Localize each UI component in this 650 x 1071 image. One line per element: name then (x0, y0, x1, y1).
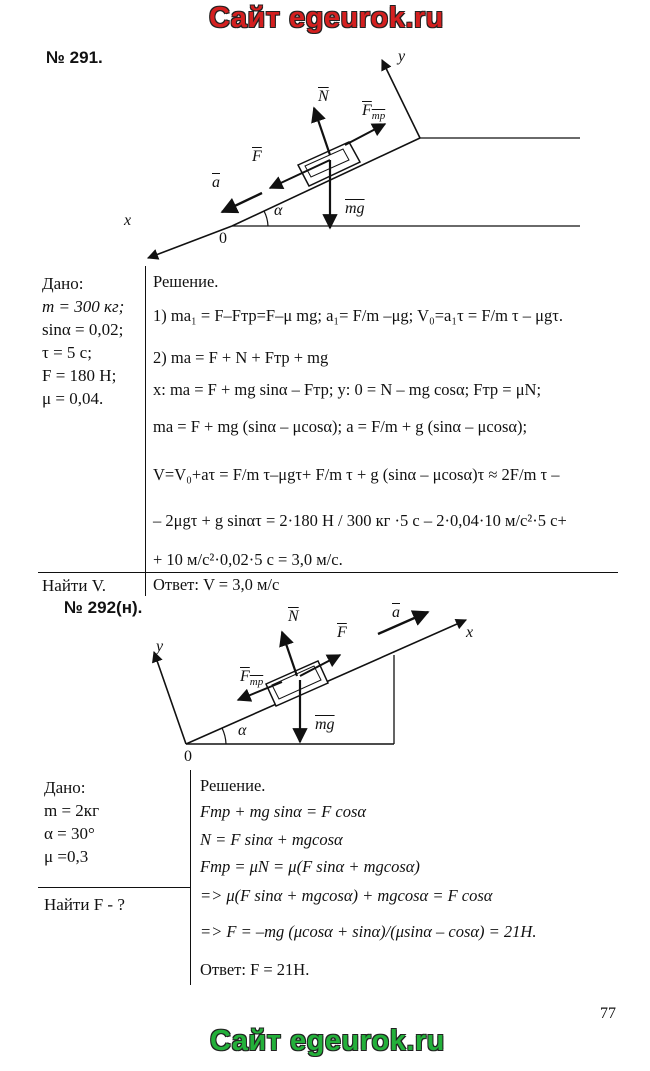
solution-line-292-5: => F = –mg (μcosα + sinα)/(μsinα – cosα)… (200, 922, 537, 941)
N-vector-291 (311, 106, 332, 156)
solution-line-292-4: => μ(F sinα + mgcosα) + mgcosα = F cosα (200, 886, 493, 905)
solution-line-291-2: 2) ma = F + N + Fтр + mg (153, 348, 329, 367)
Fmp-vector-292 (236, 681, 283, 702)
given-item: F = 180 Н; (42, 366, 117, 385)
alpha-label-292: α (238, 722, 247, 739)
solution-line-291-1: 1) ma₁ = F–Fтр=F–μ mg; a₁= F/m –μg; V₀=a… (153, 306, 564, 325)
solution-line-292-2: N = F sinα + mgcosα (200, 830, 343, 849)
given-item: sinα = 0,02; (42, 320, 124, 339)
given-item: μ =0,3 (44, 847, 89, 866)
answer-292: Ответ: F = 21H. (200, 960, 310, 979)
alpha-arc-291 (263, 210, 269, 227)
alpha-label-291: α (274, 202, 283, 219)
given-item: m = 2кг (44, 801, 100, 820)
divider-vertical-292 (190, 770, 192, 985)
solution-title-291: Решение. (153, 272, 219, 291)
given-block-291: Дано: m = 300 кг; sinα = 0,02; τ = 5 с; … (42, 272, 124, 410)
y-label-291: y (398, 48, 406, 65)
block-292 (265, 660, 329, 707)
find-292: Найти F - ? (44, 895, 125, 914)
origin-label-291: 0 (219, 230, 227, 247)
given-title-292: Дано: (44, 778, 86, 797)
solution-line-292-1: Fmp + mg sinα = F cosα (200, 802, 367, 821)
solution-line-291-7: + 10 м/с²·0,02·5 с = 3,0 м/с. (153, 550, 343, 569)
divider-horizontal-292 (38, 887, 190, 889)
F-vector-292 (299, 654, 342, 677)
given-item: τ = 5 с; (42, 343, 92, 362)
N-label-292: N (288, 608, 299, 625)
a-vector-292 (377, 610, 430, 636)
F-label-292: F (337, 624, 347, 641)
F-vector-291 (268, 159, 331, 190)
site-footer: Сайт egeurok.ru (210, 1025, 445, 1057)
a-vector-291 (220, 191, 263, 214)
x-label-292: x (466, 624, 474, 641)
mg-label-291: mg (345, 200, 365, 217)
solution-line-291-6: – 2μgτ + g sinατ = 2·180 Н / 300 кг ·5 с… (153, 511, 567, 530)
given-block-292: Дано: m = 2кг α = 30° μ =0,3 (44, 776, 99, 868)
mg-label-292: mg (315, 716, 335, 733)
solution-line-291-5: V=V₀+aτ = F/m τ–μgτ+ F/m τ + g (sinα – μ… (153, 465, 560, 484)
given-item: m = 300 кг; (42, 297, 125, 316)
diagram-291 (146, 58, 580, 260)
given-item: μ = 0,04. (42, 389, 104, 408)
solution-title-292: Решение. (200, 776, 266, 795)
N-vector-292 (279, 630, 299, 677)
answer-291: Ответ: V = 3,0 м/с (153, 575, 280, 594)
solution-line-291-3: x: ma = F + mg sinα – Fтр; y: 0 = N – mg… (153, 380, 542, 399)
Ftr-label-291: Fтр (362, 102, 386, 123)
y-axis-292 (152, 650, 187, 745)
given-title-291: Дано: (42, 274, 84, 293)
divider-horizontal-291 (38, 572, 618, 574)
find-291: Найти V. (42, 576, 107, 595)
x-axis-291 (146, 225, 233, 260)
incline-291 (231, 137, 421, 227)
alpha-arc-292 (221, 727, 227, 745)
problem-number-291: № 291. (46, 48, 103, 67)
problem-number-292: № 292(н). (64, 598, 143, 617)
site-header: Сайт egeurok.ru (209, 2, 444, 34)
y-label-292: y (156, 638, 164, 655)
x-label-291: x (124, 212, 132, 229)
y-axis-291 (381, 58, 421, 139)
given-item: α = 30° (44, 824, 95, 843)
Ftr-vector-291 (344, 123, 387, 146)
Fmp-label-292: Fmp (240, 668, 264, 689)
page-number: 77 (600, 1005, 616, 1022)
solution-line-292-3: Fmp = μN = μ(F sinα + mgcosα) (200, 857, 420, 876)
origin-label-292: 0 (184, 748, 192, 765)
divider-vertical-291 (145, 266, 147, 596)
solution-line-291-4: ma = F + mg (sinα – μcosα); a = F/m + g … (153, 417, 528, 436)
N-label-291: N (318, 88, 329, 105)
F-label-291: F (252, 148, 262, 165)
a-label-291: a (212, 174, 220, 191)
a-label-292: a (392, 604, 400, 621)
